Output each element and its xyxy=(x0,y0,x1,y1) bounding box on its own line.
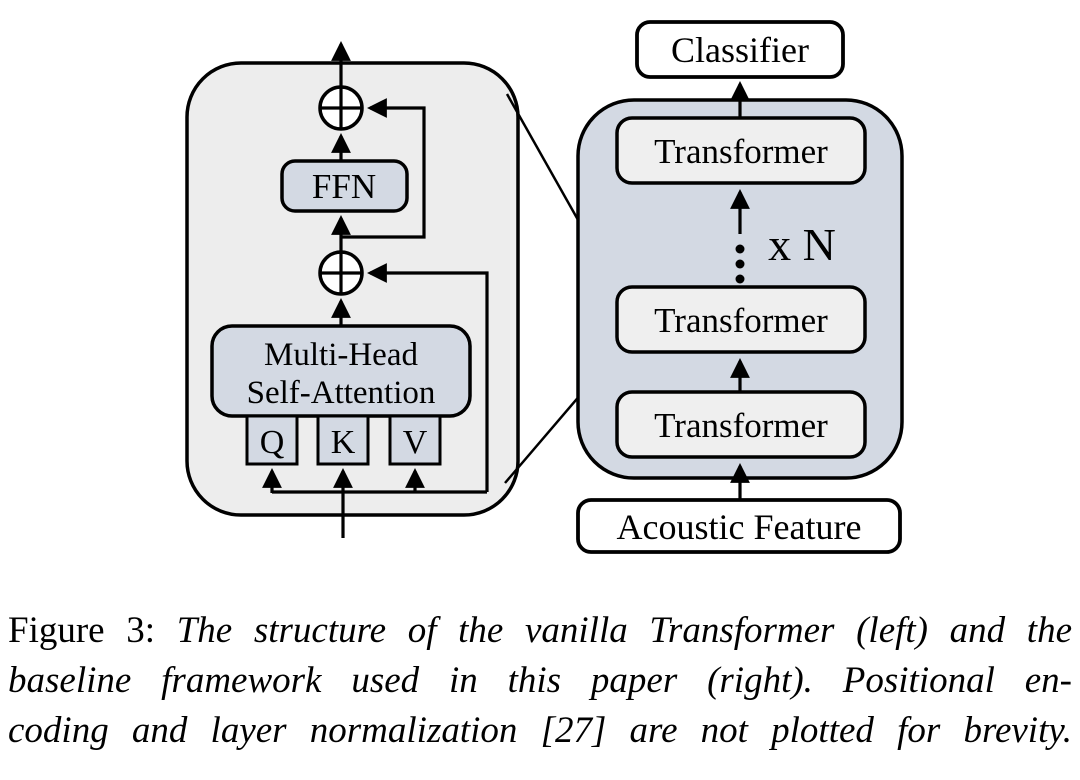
transformer-middle-box xyxy=(615,285,867,354)
value-box xyxy=(388,414,442,466)
transformer-top-label: Transformer xyxy=(654,132,828,171)
classifier-label: Classifier xyxy=(671,30,809,70)
ffn-box xyxy=(280,159,409,213)
ffn-label: FFN xyxy=(312,167,376,206)
key-box xyxy=(316,414,370,466)
query-label: Q xyxy=(260,424,285,461)
caption-line-3: coding and layer normalization [27] are … xyxy=(8,710,1072,751)
ellipsis-dots-icon xyxy=(735,244,745,284)
ffn-residual-connection xyxy=(341,98,426,239)
transformer-bottom-box xyxy=(615,390,867,459)
transformer-bottom-label: Transformer xyxy=(654,406,828,445)
acoustic-feature-label: Acoustic Feature xyxy=(617,507,862,547)
caption-figure-number: Figure 3: xyxy=(8,610,156,651)
transformer-middle-label: Transformer xyxy=(654,301,828,340)
mhsa-label-line2: Self-Attention xyxy=(247,375,436,411)
repeat-count-label: x N xyxy=(768,219,836,270)
classifier-box xyxy=(635,20,845,79)
caption-line-1: Figure 3: The structure of the vanilla T… xyxy=(8,606,1072,656)
figure-caption: Figure 3: The structure of the vanilla T… xyxy=(8,606,1072,756)
transformer-architecture-diagram: FFN Multi-Head Self-Attention Q K V xyxy=(185,20,904,554)
key-label: K xyxy=(331,424,356,461)
mhsa-label-line1: Multi-Head xyxy=(264,337,418,373)
caption-line-2: baseline framework used in this paper (r… xyxy=(8,660,1072,701)
caption-line-1-text: The structure of the vanilla Transformer… xyxy=(176,610,1072,651)
add-node-bottom-icon xyxy=(318,250,364,296)
query-box xyxy=(245,414,299,466)
add-node-top-icon xyxy=(318,85,364,131)
value-label: V xyxy=(403,424,428,461)
mhsa-residual-connection xyxy=(367,263,489,492)
acoustic-feature-box xyxy=(576,498,902,554)
